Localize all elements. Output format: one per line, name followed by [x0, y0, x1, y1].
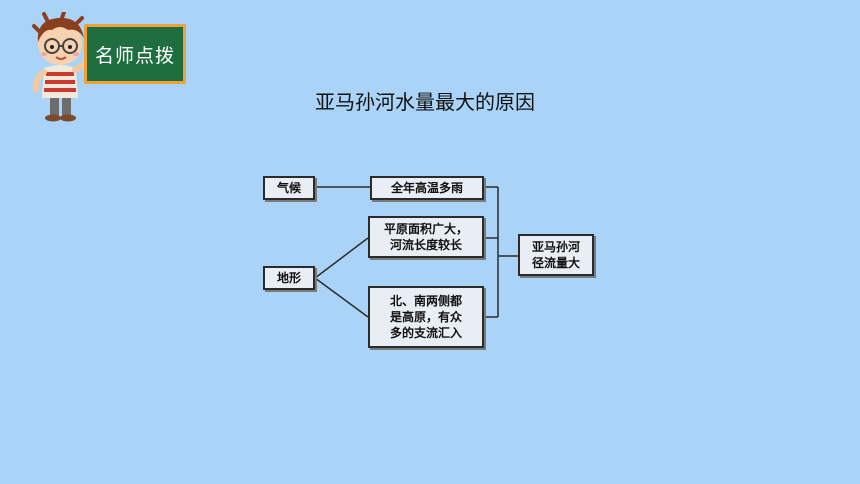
node-plain-label: 平原面积广大， 河流长度较长 [383, 222, 468, 252]
node-climate: 气候 [263, 176, 315, 200]
page-title: 亚马孙河水量最大的原因 [0, 86, 860, 115]
node-highlands-label: 北、南两侧都 是高原，有众 多的支流汇入 [389, 294, 462, 340]
page-title-text: 亚马孙河水量最大的原因 [315, 90, 535, 114]
node-landform: 地形 [263, 266, 315, 290]
section-badge-label: 名师点拨 [94, 44, 175, 67]
chalkboard: 名师点拨 [87, 27, 183, 81]
node-high-temp-rain-label: 全年高温多雨 [390, 181, 463, 195]
node-landform-label: 地形 [276, 271, 301, 285]
node-high-temp-rain: 全年高温多雨 [370, 176, 484, 200]
node-result-label: 亚马孙河 径流量大 [531, 240, 580, 270]
line-landform-to-plain [314, 237, 369, 279]
teacher-kid-illustration [32, 12, 97, 122]
node-plain: 平原面积广大， 河流长度较长 [368, 216, 484, 258]
node-climate-label: 气候 [276, 181, 301, 195]
node-result: 亚马孙河 径流量大 [518, 234, 594, 276]
node-highlands: 北、南两侧都 是高原，有众 多的支流汇入 [368, 286, 484, 348]
section-badge: 名师点拨 [84, 24, 186, 84]
line-landform-to-highlands [314, 277, 369, 318]
